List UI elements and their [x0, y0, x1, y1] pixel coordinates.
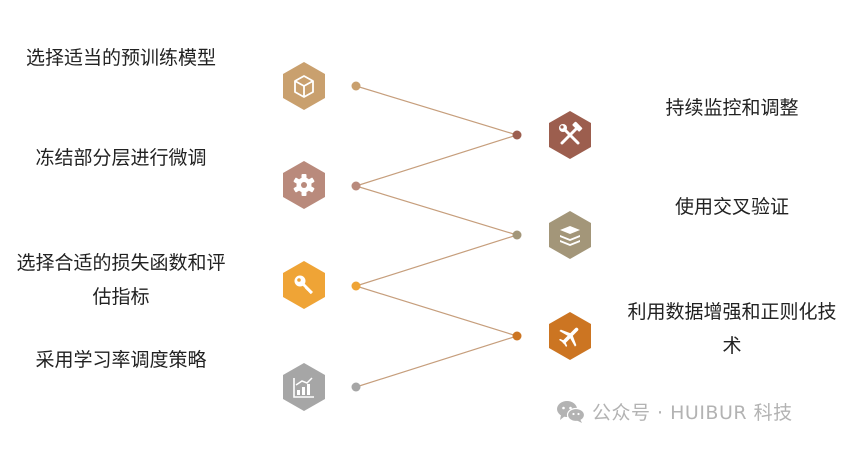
right-connector-dot — [512, 331, 522, 341]
right-connector-dot — [512, 230, 522, 240]
left-step-label-4: 采用学习率调度策略 — [35, 349, 207, 371]
watermark-text: 公众号 · HUIBUR 科技 — [592, 402, 793, 424]
gear-icon — [293, 174, 315, 196]
left-connector-dot — [351, 382, 361, 392]
watermark: 公众号 · HUIBUR 科技 — [556, 398, 793, 425]
chart-growth-icon — [293, 377, 314, 398]
left-hexagon-4 — [283, 363, 325, 411]
connector-line — [355, 285, 518, 337]
right-connector-dot — [512, 130, 522, 140]
right-step-label-3: 利用数据增强和正则化技术 — [627, 301, 837, 357]
left-hexagon-2 — [283, 161, 325, 209]
layers-icon — [560, 226, 580, 246]
key-icon — [294, 275, 313, 295]
left-step-label-1: 选择适当的预训练模型 — [25, 47, 216, 69]
connector-line — [355, 134, 518, 187]
tools-icon — [559, 121, 583, 145]
airplane-icon — [559, 327, 579, 347]
left-connector-dot — [351, 181, 361, 191]
cube-icon — [294, 75, 314, 98]
left-step-label-3: 选择合适的损失函数和评估指标 — [16, 252, 226, 308]
right-step-label-1: 持续监控和调整 — [665, 97, 799, 119]
left-hexagon-1 — [283, 62, 325, 110]
connector-line — [355, 185, 518, 236]
left-hexagon-3 — [283, 261, 325, 309]
left-connector-dot — [351, 281, 361, 291]
right-hexagon-3 — [549, 312, 591, 360]
left-connector-dot — [351, 81, 361, 91]
right-hexagon-2 — [549, 211, 591, 259]
wechat-icon — [557, 400, 586, 423]
right-step-label-2: 使用交叉验证 — [674, 196, 789, 218]
connector-line — [355, 85, 518, 136]
right-hexagon-1 — [549, 111, 591, 159]
connector-lines — [351, 81, 522, 392]
connector-line — [355, 335, 518, 388]
left-step-label-2: 冻结部分层进行微调 — [35, 147, 207, 169]
connector-line — [355, 234, 518, 287]
